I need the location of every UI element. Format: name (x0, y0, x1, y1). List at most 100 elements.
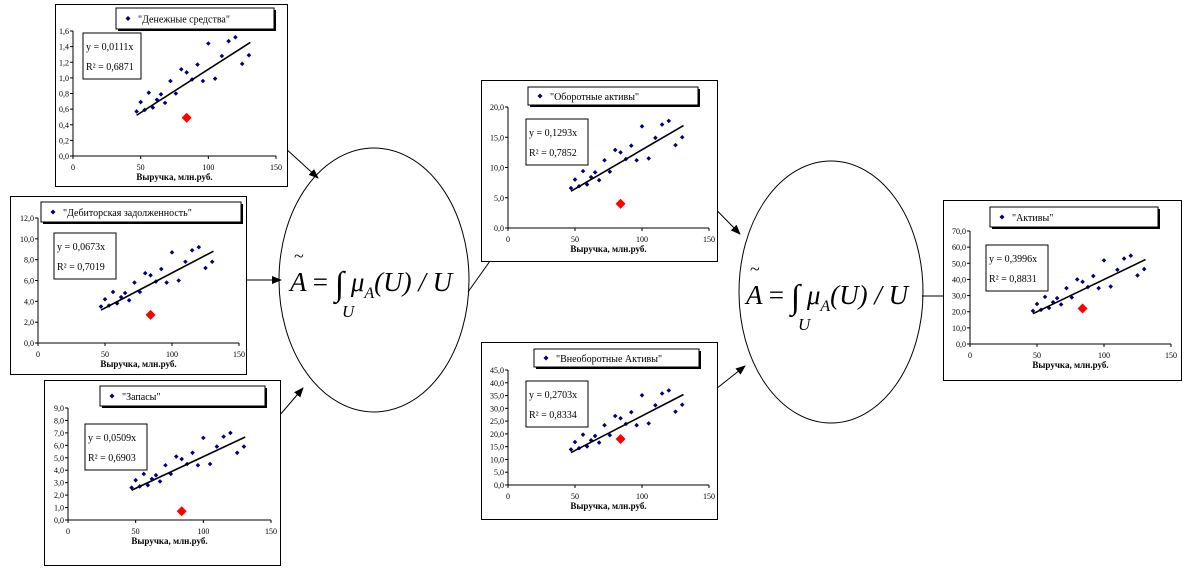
x-axis-label: Выручка, млн.руб. (136, 172, 212, 182)
trend-line (131, 436, 246, 491)
trend-line (136, 41, 251, 116)
data-point (646, 156, 651, 161)
data-point (234, 450, 240, 456)
data-point (596, 177, 602, 183)
y-tick-label: 20,0 (490, 103, 504, 112)
data-point (239, 61, 245, 67)
x-tick-label: 100 (197, 527, 209, 536)
y-tick-label: 12,0 (20, 214, 34, 223)
data-point (1101, 258, 1107, 263)
data-point (203, 265, 208, 271)
x-tick-label: 100 (636, 235, 648, 244)
data-point (176, 278, 181, 283)
x-tick-label: 50 (571, 235, 579, 244)
equation-box (985, 244, 1049, 292)
regression-equation: y = 0,2703x (529, 390, 577, 401)
data-point (1090, 273, 1096, 279)
y-tick-label: 1,6 (59, 27, 69, 36)
y-tick-label: 5,0 (494, 194, 504, 203)
data-point (612, 413, 618, 419)
data-point (146, 90, 152, 96)
x-tick-label: 100 (166, 350, 178, 359)
data-point (195, 62, 200, 67)
data-point (596, 440, 602, 445)
x-axis-label: Выручка, млн.руб. (570, 244, 646, 254)
legend-box (40, 201, 242, 223)
trend-line (570, 124, 684, 192)
legend-marker-icon (999, 214, 1005, 220)
r-squared: R² = 0,7852 (529, 148, 577, 159)
data-point (666, 118, 672, 124)
data-point (183, 259, 188, 265)
x-axis-label: Выручка, млн.руб. (100, 359, 176, 369)
data-point (168, 78, 173, 84)
equation-box (525, 380, 589, 428)
y-tick-label: 0,0 (494, 481, 504, 490)
data-point (153, 472, 159, 478)
integral-sign: ∫ (790, 279, 801, 316)
x-tick-label: 0 (506, 492, 510, 501)
data-point (659, 391, 665, 396)
data-point (592, 433, 598, 439)
y-tick-label: 20,0 (952, 308, 966, 317)
data-point (212, 76, 218, 81)
data-point (168, 471, 174, 477)
data-point (209, 259, 215, 265)
x-axis-label: Выручка, млн.руб. (131, 536, 207, 546)
x-tick-label: 50 (571, 492, 579, 501)
legend-label: "Оборотные активы" (550, 92, 639, 103)
x-tick-label: 150 (703, 235, 715, 244)
y-tick-label: 3,0 (54, 479, 64, 488)
y-tick-label: 4,0 (54, 466, 64, 475)
data-point (679, 134, 685, 140)
x-tick-label: 150 (703, 492, 715, 501)
y-tick-label: 0,0 (494, 224, 504, 233)
legend-box (527, 86, 699, 106)
highlight-point (1077, 303, 1088, 314)
data-point (162, 100, 168, 106)
data-point (639, 124, 645, 129)
data-point (184, 70, 189, 75)
formula-mu-subscript: A (820, 298, 831, 315)
x-tick-label: 150 (265, 527, 277, 536)
data-point (580, 432, 586, 437)
data-point (634, 157, 639, 163)
trend-line (100, 250, 214, 311)
formula-mu-subscript: A (364, 285, 375, 302)
membership-formula-2: ~A = ∫ U μA(U) / U (746, 259, 908, 334)
data-point (110, 289, 116, 295)
y-tick-label: 9,0 (54, 404, 64, 413)
data-point (572, 439, 578, 445)
regression-equation: y = 0,0673x (57, 242, 105, 253)
data-point (673, 142, 678, 148)
y-tick-label: 50,0 (952, 259, 966, 268)
formula-equals: = (312, 267, 328, 297)
data-point (1042, 294, 1048, 300)
y-tick-label: 10,0 (490, 455, 504, 464)
highlight-point (615, 198, 626, 209)
data-point (1030, 308, 1036, 314)
y-tick-label: 30,0 (490, 404, 504, 413)
regression-equation: y = 0,3996x (989, 254, 1037, 265)
y-tick-label: 70,0 (952, 227, 966, 236)
equation-box (53, 232, 117, 280)
regression-equation: y = 0,0509x (88, 433, 136, 444)
data-point (1054, 295, 1060, 301)
data-point (126, 297, 132, 303)
data-point (1141, 266, 1147, 272)
x-tick-label: 150 (1165, 351, 1177, 360)
x-tick-label: 0 (968, 351, 972, 360)
data-point (618, 416, 623, 421)
legend-label: "Денежные средства" (138, 15, 230, 26)
x-tick-label: 100 (636, 492, 648, 501)
data-point (628, 143, 634, 149)
data-point (639, 393, 645, 398)
y-tick-label: 1,0 (59, 74, 69, 83)
data-point (1074, 277, 1080, 282)
y-tick-label: 10,0 (20, 235, 34, 244)
